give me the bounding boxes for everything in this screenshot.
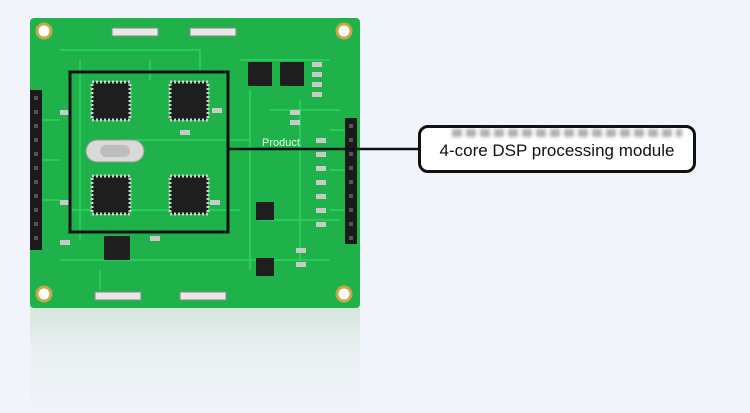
product-tag: Product bbox=[262, 137, 300, 149]
mounting-holes bbox=[35, 22, 353, 303]
callout-ghost-text bbox=[452, 129, 682, 137]
dsp-chips bbox=[90, 80, 210, 216]
crystal-oscillator bbox=[85, 139, 145, 163]
passive-components bbox=[60, 62, 326, 267]
callout-label: 4-core DSP processing module bbox=[433, 139, 681, 163]
pcb-traces bbox=[40, 49, 350, 290]
board-reflection bbox=[30, 305, 360, 413]
top-connectors bbox=[94, 27, 237, 301]
chip-highlight-box bbox=[68, 70, 230, 234]
callout-box: 4-core DSP processing module bbox=[418, 125, 696, 173]
small-ics bbox=[104, 62, 304, 276]
